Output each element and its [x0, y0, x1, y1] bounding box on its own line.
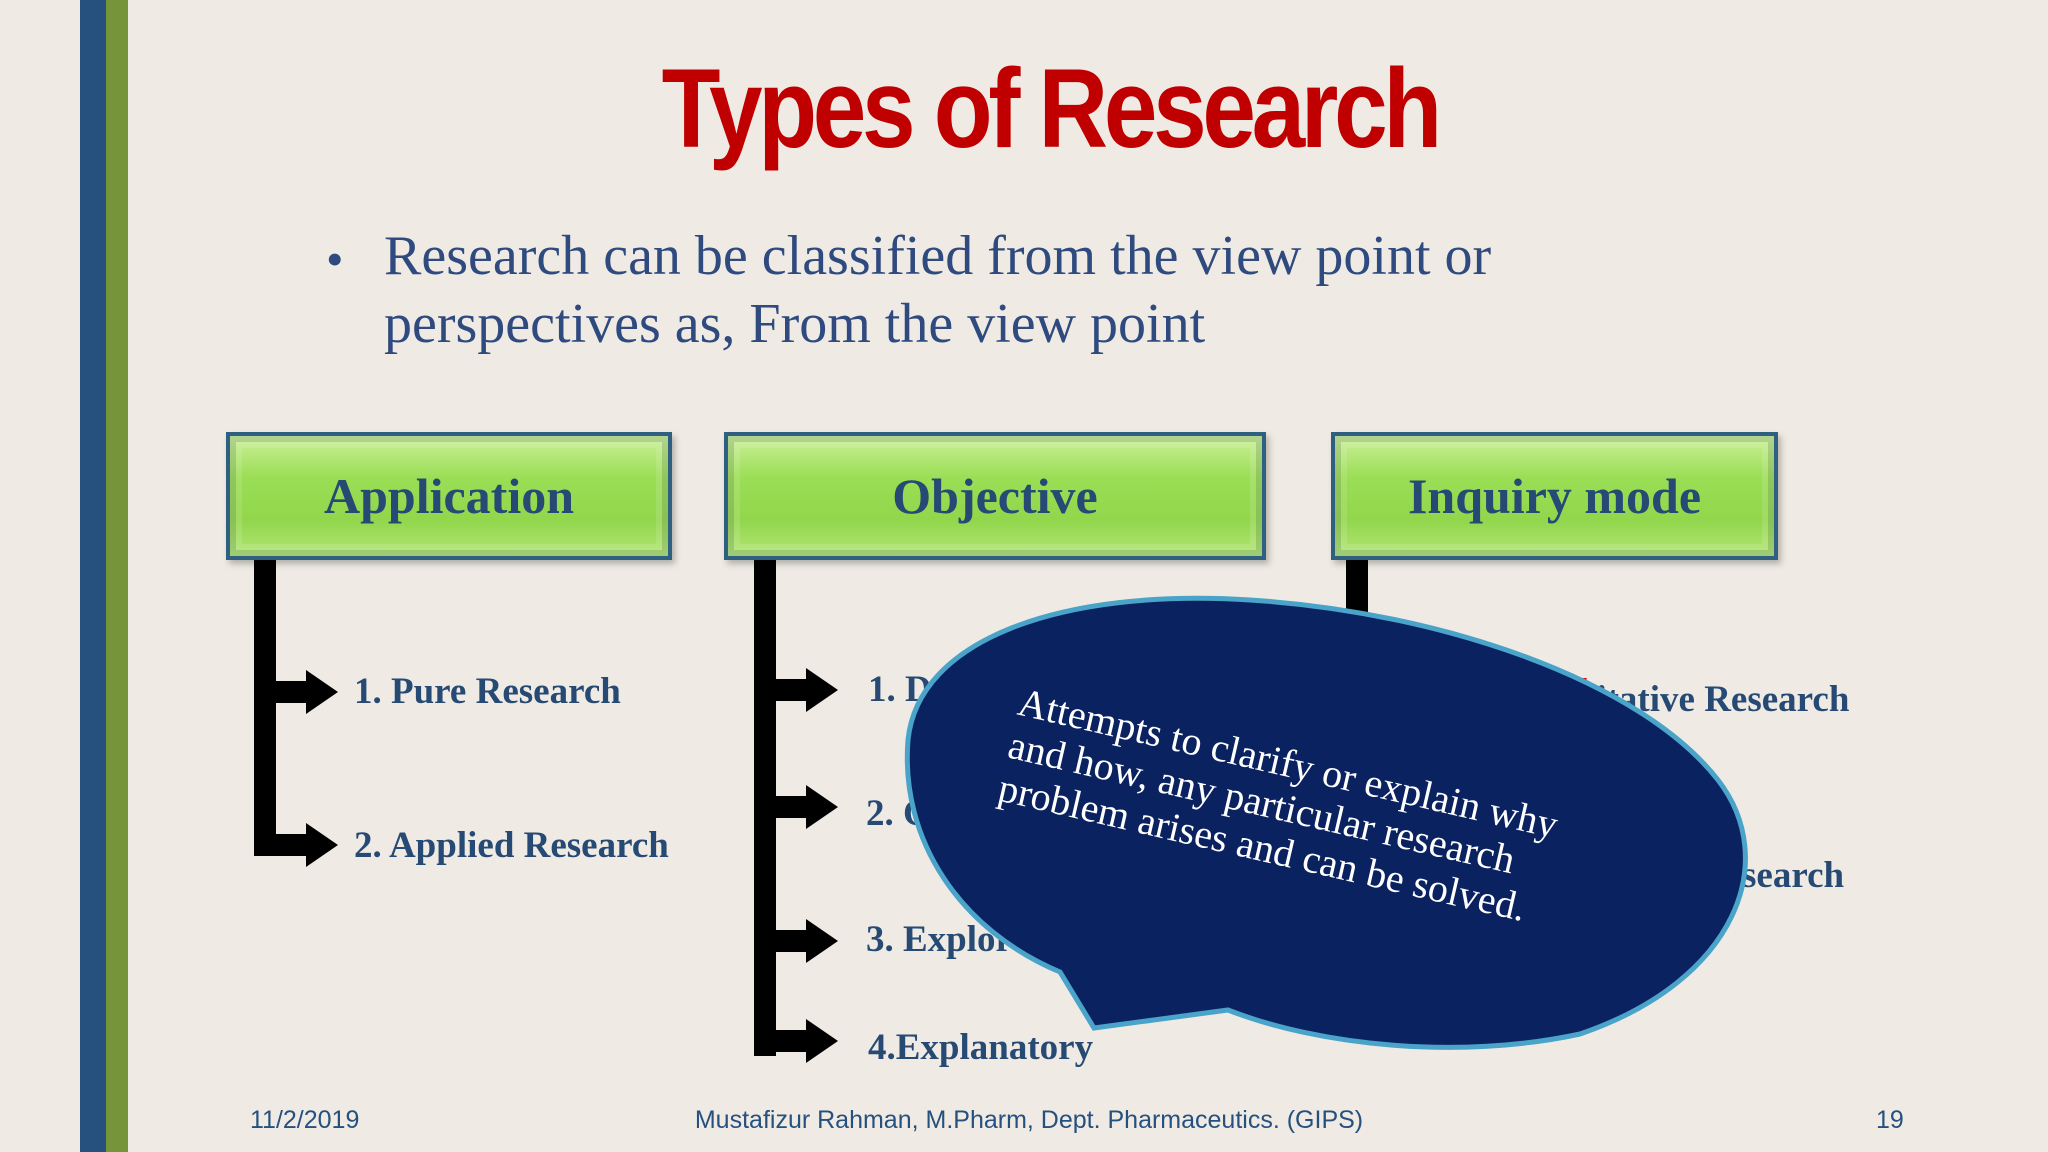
- slide-title: Types of Research: [661, 46, 1443, 171]
- list-item-inquiry-2: search: [1742, 855, 1845, 896]
- list-item-applied-research: 2. Applied Research: [354, 825, 669, 866]
- left-accent-bar-blue: [80, 0, 106, 1152]
- bullet-marker: •: [326, 231, 344, 287]
- footer-author: Mustafizur Rahman, M.Pharm, Dept. Pharma…: [694, 1106, 1364, 1134]
- bullet-line-1: Research can be classified from the view…: [384, 225, 1492, 287]
- footer-date: 11/2/2019: [250, 1106, 360, 1134]
- callout-shape: [904, 595, 1748, 1050]
- application-connector: [254, 560, 338, 867]
- bullet-paragraph: Research can be classified from the view…: [384, 222, 1624, 358]
- category-box-application: Application: [226, 432, 672, 560]
- left-accent-bar-green: [106, 0, 128, 1152]
- bullet-line-2: perspectives as, From the view point: [384, 293, 1206, 355]
- footer-page-number: 19: [1876, 1106, 1904, 1134]
- category-box-objective: Objective: [724, 432, 1266, 560]
- list-item-pure-research: 1. Pure Research: [354, 671, 621, 712]
- list-item-explanatory: 4.Explanatory: [868, 1027, 1094, 1068]
- category-box-inquiry-mode: Inquiry mode: [1331, 432, 1778, 560]
- objective-connector: [754, 560, 838, 1063]
